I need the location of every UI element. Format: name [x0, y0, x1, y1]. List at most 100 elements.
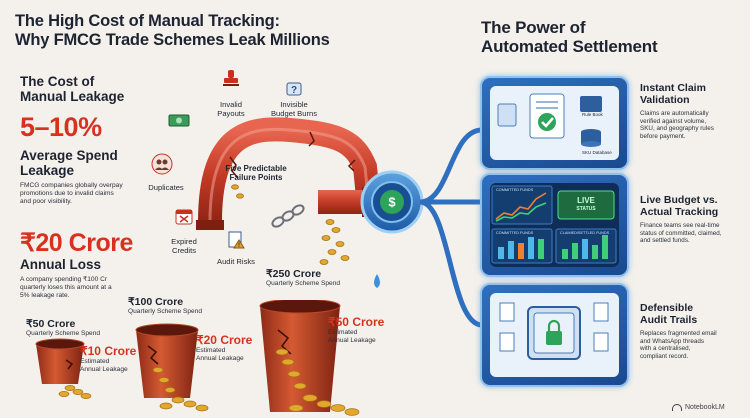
annual-loss-description: A company spending ₹100 Cr quarterly los…: [20, 276, 160, 300]
audit-vault-illustration: [499, 302, 609, 360]
feature-3-desc: Replaces fragmented email and WhatsApp t…: [640, 330, 748, 360]
feature-live-budget: Live Budget vs. Actual Tracking Finance …: [640, 194, 748, 245]
annual-desc-line3: 5% leakage rate.: [20, 292, 70, 299]
feature-3-desc-3: with a centralised,: [640, 345, 691, 353]
watermark: NotebookLM: [672, 404, 725, 411]
feature-2-desc: Finance teams see real-time status of co…: [640, 222, 748, 245]
committed-funds-label: COMMITTED FUNDS: [496, 188, 534, 192]
right-title-line2: Automated Settlement: [481, 37, 658, 56]
failure-center-line1: Five Predictable: [225, 164, 287, 173]
invalid-payouts-line2: Payouts: [217, 108, 245, 118]
cost-heading-line2: Manual Leakage: [20, 89, 125, 104]
failure-point-audit-risks: Audit Risks: [217, 257, 255, 266]
feature-3-desc-4: compliant record.: [640, 352, 689, 360]
bucket-2-leak-value: ₹20 Crore: [196, 333, 253, 347]
feature-2-desc-2: status of committed, claimed,: [640, 229, 722, 237]
coin-pile-small: [58, 385, 92, 399]
leaking-buckets-illustration: [35, 300, 360, 416]
svg-text:$: $: [388, 195, 396, 210]
left-title: The High Cost of Manual Tracking: Why FM…: [15, 12, 375, 50]
checkmark-icon: [538, 113, 556, 131]
left-title-line2: Why FMCG Trade Schemes Leak Millions: [15, 31, 330, 49]
bucket-2-leak: ₹20 Crore Estimated Annual Leakage: [196, 333, 252, 363]
live-status-line1: LIVE: [577, 196, 595, 205]
right-title-line1: The Power of: [481, 18, 586, 37]
cost-heading: The Cost of Manual Leakage: [20, 74, 124, 104]
question-box-icon: ?: [284, 78, 304, 98]
people-icon: [151, 153, 173, 175]
warning-document-icon: !: [226, 230, 246, 250]
leak-desc-line2: promotions due to invalid claims: [20, 190, 114, 197]
feature-1-title-line1: Instant Claim: [640, 82, 706, 94]
feature-3-desc-2: and WhatsApp threads: [640, 337, 705, 345]
failure-point-expired-credits: Expired Credits: [160, 237, 208, 255]
leak-label-line2: Leakage: [20, 163, 75, 178]
notebook-logo-icon: [672, 404, 682, 411]
annual-desc-line1: A company spending ₹100 Cr: [20, 276, 108, 283]
claimed-settled-label: CLAIMED/SETTLED FUNDS: [560, 231, 610, 235]
bucket-1-leak-label2: Annual Leakage: [80, 366, 128, 373]
bucket-1-spend-value: ₹50 Crore: [26, 318, 76, 330]
chain-icon: [271, 204, 305, 228]
feature-2-title-line1: Live Budget vs.: [640, 194, 718, 206]
feature-1-desc-1: Claims are automatically: [640, 110, 709, 117]
annual-loss-label: Annual Loss: [20, 257, 102, 272]
instant-validation-card: Rule Book SKU Database: [480, 76, 629, 170]
bucket-3-spend-label: Quarterly Scheme Spend: [266, 280, 341, 287]
failure-point-invisible-budget-burns: Invisible Budget Burns: [266, 100, 322, 118]
calendar-icon: [174, 206, 194, 226]
invisible-burns-line2: Budget Burns: [270, 108, 317, 118]
bucket-1-leak-value: ₹10 Crore: [80, 344, 137, 358]
connector-lines: [420, 127, 483, 328]
bucket-1-leak: ₹10 Crore Estimated Annual Leakage: [80, 344, 136, 374]
invalid-payouts-line1: Invalid: [220, 100, 242, 109]
leak-label: Average Spend Leakage: [20, 148, 118, 178]
feature-1-title-line2: Validation: [640, 94, 690, 106]
padlock-icon: [546, 331, 562, 345]
feature-3-title-line2: Audit Trails: [640, 314, 698, 326]
failure-point-invalid-payouts: Invalid Payouts: [208, 100, 254, 118]
svg-text:!: !: [238, 243, 240, 249]
live-status-badge: LIVE STATUS: [558, 197, 614, 213]
bucket-2-leak-label1: Estimated: [196, 347, 226, 354]
left-title-line1: The High Cost of Manual Tracking:: [15, 12, 280, 30]
audit-trails-card: [480, 283, 629, 387]
bucket-medium: [135, 323, 199, 398]
validation-illustration: [497, 93, 602, 147]
leak-desc-line3: and poor visibility.: [20, 198, 72, 205]
svg-text:?: ?: [291, 85, 297, 96]
falling-coins: [231, 184, 350, 265]
bucket-2-spend-label: Quarterly Scheme Spend: [128, 308, 203, 315]
leak-label-line1: Average Spend: [20, 148, 118, 163]
failure-points-center: Five Predictable Failure Points: [216, 164, 296, 182]
bucket-3-leak: ₹50 Crore Estimated Annual Leakage: [328, 315, 384, 345]
bucket-3-leak-value: ₹50 Crore: [328, 315, 385, 329]
feature-2-desc-1: Finance teams see real-time: [640, 222, 720, 229]
cost-heading-line1: The Cost of: [20, 74, 95, 89]
bucket-2-spend-value: ₹100 Crore: [128, 296, 184, 308]
leak-desc-line1: FMCG companies globally overpay: [20, 182, 123, 189]
watermark-text: NotebookLM: [685, 404, 725, 411]
feature-1-desc: Claims are automatically verified agains…: [640, 110, 748, 140]
invisible-burns-line1: Invisible: [280, 100, 308, 109]
right-title: The Power of Automated Settlement: [481, 18, 658, 56]
annual-loss-value: ₹20 Crore: [20, 229, 133, 257]
live-status-line2: STATUS: [576, 206, 596, 212]
bucket-1-spend-label: Quarterly Scheme Spend: [26, 330, 101, 337]
coin-pile-large: [275, 348, 360, 416]
budget-dashboard-illustration: [491, 185, 617, 264]
rule-book-label: Rule Book: [582, 112, 603, 117]
feature-1-desc-3: SKU, and geography rules: [640, 125, 714, 133]
leaking-pipe-illustration: $: [196, 117, 424, 288]
bucket-1-spend: ₹50 Crore Quarterly Scheme Spend: [26, 318, 100, 338]
leak-percentage: 5–10%: [20, 112, 102, 142]
feature-instant-validation: Instant Claim Validation Claims are auto…: [640, 82, 748, 140]
bucket-2-leak-label2: Annual Leakage: [196, 355, 244, 362]
leak-description: FMCG companies globally overpay promotio…: [20, 182, 160, 206]
feature-audit-trails: Defensible Audit Trails Replaces fragmen…: [640, 302, 748, 360]
feature-2-desc-3: and settled funds.: [640, 237, 690, 245]
stamp-icon: [222, 68, 240, 88]
sku-database-label: SKU Database: [582, 150, 612, 155]
droplet-icon: [374, 274, 380, 288]
feature-1-desc-4: before payment.: [640, 132, 686, 140]
